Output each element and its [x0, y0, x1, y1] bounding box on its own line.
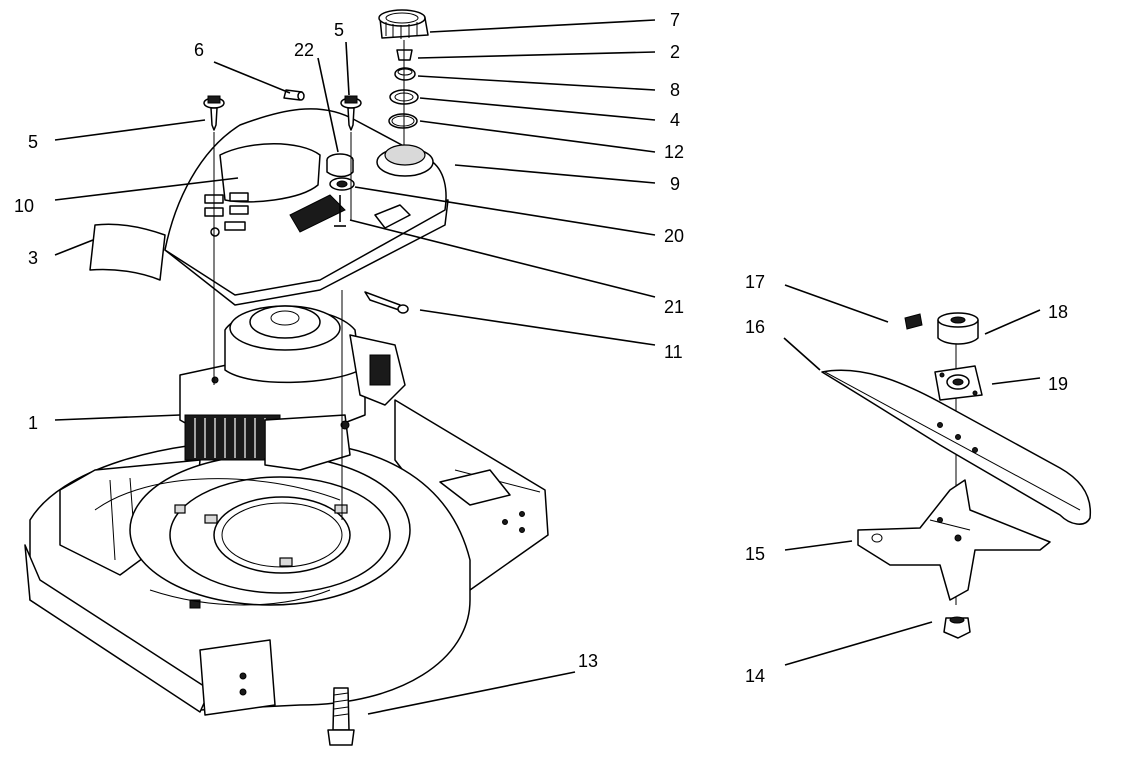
adapter-part-15 — [857, 479, 1051, 601]
ring-part-12 — [388, 113, 418, 129]
callout-18: 18 — [1048, 302, 1068, 322]
mower-deck — [24, 399, 549, 716]
callout-19: 19 — [1048, 374, 1068, 394]
alignment-lines — [213, 40, 957, 605]
callout-13: 13 — [578, 651, 598, 671]
leader-lines — [54, 19, 1041, 715]
decal-part-3 — [89, 223, 166, 281]
callout-1: 1 — [28, 413, 38, 433]
screw-part-21 — [334, 195, 346, 227]
callout-16: 16 — [745, 317, 765, 337]
washer-part-8 — [394, 67, 416, 81]
callout-9: 9 — [670, 174, 680, 194]
callout-6: 6 — [194, 40, 204, 60]
engine — [179, 305, 406, 471]
callout-5-right: 5 — [334, 20, 344, 40]
callout-17: 17 — [745, 272, 765, 292]
callout-21: 21 — [664, 297, 684, 317]
callout-5-left: 5 — [28, 132, 38, 152]
callout-8: 8 — [670, 80, 680, 100]
tube-part-11 — [364, 291, 409, 314]
callout-15: 15 — [745, 544, 765, 564]
callout-10: 10 — [14, 196, 34, 216]
callout-7: 7 — [670, 10, 680, 30]
spring-part-17 — [904, 313, 923, 330]
callout-4: 4 — [670, 110, 680, 130]
bushing-part-18 — [937, 312, 979, 345]
bolt-part-13 — [327, 687, 355, 746]
fuel-cap-part-7 — [378, 9, 429, 39]
callout-20: 20 — [664, 226, 684, 246]
blade-part-16 — [821, 369, 1092, 525]
callout-12: 12 — [664, 142, 684, 162]
callout-11: 11 — [664, 342, 683, 362]
screw-part-5-right — [340, 95, 362, 131]
callout-labels: 7 2 8 4 12 9 20 21 11 5 6 22 5 10 3 1 13… — [14, 10, 1068, 686]
screw-part-5-left — [203, 95, 225, 131]
callout-22: 22 — [294, 40, 314, 60]
nut-part-14 — [943, 616, 971, 639]
callout-2: 2 — [670, 42, 680, 62]
engine-shroud — [164, 108, 449, 306]
callout-3: 3 — [28, 248, 38, 268]
callout-14: 14 — [745, 666, 765, 686]
plate-part-19 — [934, 365, 983, 401]
